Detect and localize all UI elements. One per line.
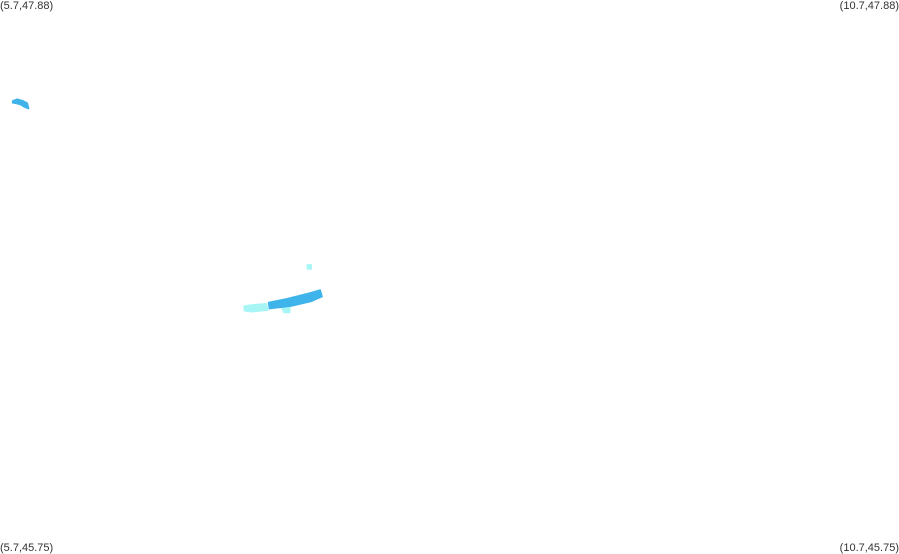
corner-coord-top-right: (10.7,47.88) (839, 0, 899, 12)
feature-layer (11, 98, 323, 314)
map-feature-blue-patch (267, 289, 323, 310)
corner-coord-bottom-right: (10.7,45.75) (839, 542, 899, 554)
map-feature-cyan-patch (306, 264, 313, 270)
map-feature-blue-patch (11, 98, 30, 110)
map-feature-cyan-patch (243, 303, 269, 313)
corner-coord-bottom-left: (5.7,45.75) (0, 542, 54, 554)
corner-coord-top-left: (5.7,47.88) (0, 0, 54, 12)
